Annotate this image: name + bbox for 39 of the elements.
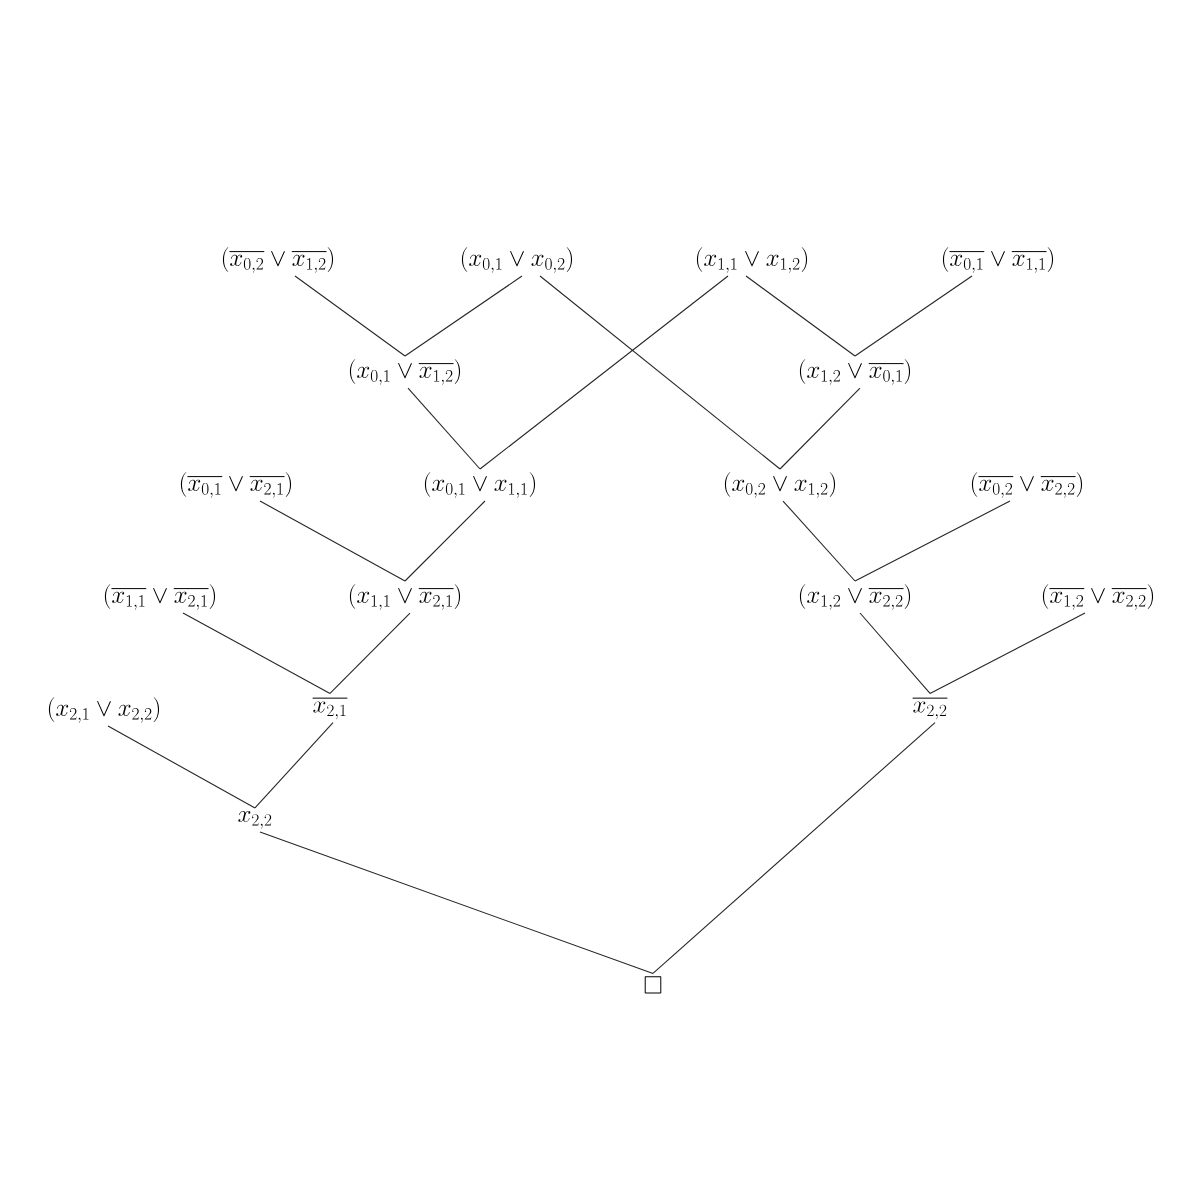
tree-line <box>407 387 481 470</box>
clause-label: $(\overline{x_{1,2}} \vee \overline{x_{2,2}})$ <box>1042 584 1154 610</box>
clause-label: $(x_{1,1} \vee x_{1,2})$ <box>696 247 808 273</box>
clause-label: $\overline{x_{2,2}}$ <box>912 698 948 720</box>
clause-label: $(x_{0,1} \vee x_{0,2})$ <box>461 247 573 273</box>
tree-line <box>539 275 781 470</box>
clause-label: $(\overline{x_{0,2}} \vee \overline{x_{1,2}})$ <box>222 247 334 273</box>
clause-label: $(x_{0,2} \vee x_{1,2})$ <box>724 472 836 498</box>
clause-label: $(x_{1,1} \vee \overline{x_{2,1}})$ <box>349 584 461 610</box>
tree-line <box>854 275 973 357</box>
tree-line <box>854 500 1011 582</box>
clause-label: $(x_{0,1} \vee x_{1,1})$ <box>424 472 536 498</box>
clause-label: $(\overline{x_{0,1}} \vee \overline{x_{2,1}})$ <box>180 472 292 498</box>
tree-line <box>929 612 1086 694</box>
tree-line <box>779 387 861 470</box>
tree-line <box>859 612 931 694</box>
clause-label: $(\overline{x_{0,1}} \vee \overline{x_{1,1}})$ <box>942 247 1054 273</box>
tree-line <box>107 725 256 809</box>
tree-line <box>182 612 331 694</box>
tree-line <box>745 275 856 357</box>
tree-line <box>259 831 654 974</box>
clause-label: $x_{2,2}$ <box>238 810 272 829</box>
tree-line <box>404 275 523 357</box>
tree-line <box>404 500 486 582</box>
tree-line <box>782 500 856 582</box>
tree-line <box>294 275 406 357</box>
clause-label: $\overline{x_{2,1}}$ <box>312 698 348 720</box>
clause-label: $(x_{1,2} \vee \overline{x_{2,2}})$ <box>799 584 911 610</box>
clause-label: $(x_{1,2} \vee \overline{x_{0,1}})$ <box>799 359 911 385</box>
clause-label: $(x_{0,1} \vee \overline{x_{1,2}})$ <box>349 359 461 385</box>
clause-label: $\square$ <box>644 976 662 994</box>
tree-line <box>329 612 411 694</box>
clause-label: $(\overline{x_{1,1}} \vee \overline{x_{2,1}})$ <box>104 584 216 610</box>
clause-label: $(x_{2,1} \vee x_{2,2})$ <box>48 697 160 723</box>
tree-line <box>652 722 936 974</box>
tree-line <box>259 500 406 582</box>
tree-line <box>479 275 729 470</box>
tree-line <box>254 722 334 809</box>
clause-label: $(\overline{x_{0,2}} \vee \overline{x_{2,2}})$ <box>971 472 1083 498</box>
